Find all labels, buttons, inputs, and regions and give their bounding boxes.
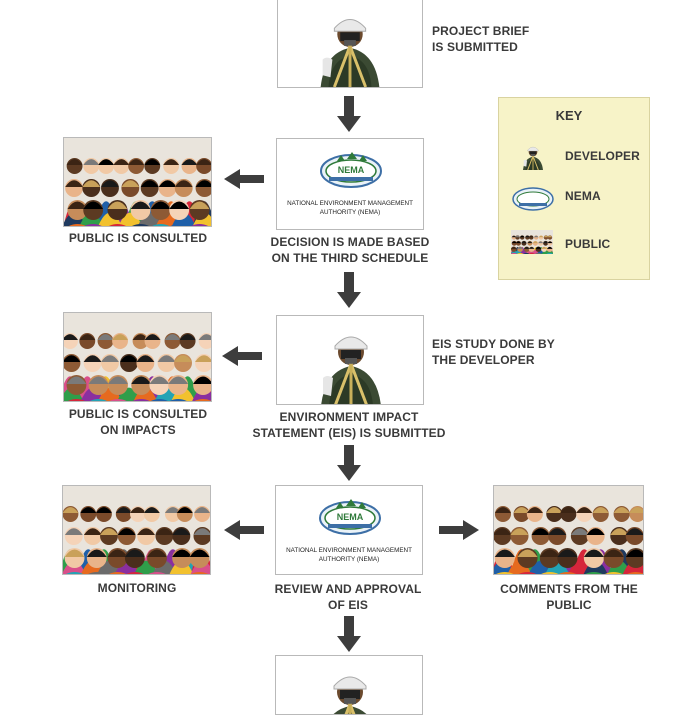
svg-text:NEMA: NEMA (337, 512, 364, 522)
developer-icon (300, 0, 400, 87)
public-crowd-icon (64, 138, 211, 226)
nema-caption: NATIONAL ENVIRONMENT MANAGEMENT AUTHORIT… (287, 200, 413, 216)
key-nema-label: NEMA (565, 189, 601, 203)
key-title: KEY (555, 108, 583, 123)
nema-logo-icon: NEMA (320, 152, 382, 188)
developer-icon (301, 316, 401, 404)
public-box-3 (62, 485, 211, 575)
developer-box-1 (277, 0, 423, 88)
eis-submitted-label: ENVIRONMENT IMPACT STATEMENT (EIS) IS SU… (252, 410, 446, 440)
decision-label: DECISION IS MADE BASED ON THE THIRD SCHE… (270, 235, 430, 265)
monitoring-label: MONITORING (97, 581, 177, 595)
arrow-left-2 (222, 346, 262, 366)
developer-box-3 (275, 655, 423, 715)
developer-icon (300, 656, 400, 714)
key-public-label: PUBLIC (565, 237, 611, 251)
arrow-left-3 (224, 520, 264, 540)
public-crowd-icon (63, 486, 210, 574)
developer-box-2 (276, 315, 424, 405)
public-box-2 (63, 312, 212, 402)
public-box-4 (493, 485, 644, 575)
arrow-left-1 (224, 169, 264, 189)
key-legend: KEY DEVELOPER NEMA PUBLIC (498, 97, 650, 280)
nema-logo-icon: NEMA (319, 499, 381, 535)
public-box-1 (63, 137, 212, 227)
comments-label: COMMENTS FROM THE PUBLIC (500, 582, 638, 612)
eis-study-label: EIS STUDY DONE BY THE DEVELOPER (432, 337, 555, 367)
arrow-down-2 (337, 272, 361, 308)
public-crowd-icon (494, 486, 643, 574)
key-developer-label: DEVELOPER (565, 149, 640, 163)
svg-text:NEMA: NEMA (338, 165, 365, 175)
nema-logo-icon (512, 187, 554, 211)
developer-icon (515, 140, 551, 170)
arrow-down-3 (337, 445, 361, 481)
public-consulted-impacts-label: PUBLIC IS CONSULTED ON IMPACTS (68, 407, 208, 437)
arrow-down-4 (337, 616, 361, 652)
public-crowd-icon (64, 313, 211, 401)
arrow-right-1 (439, 520, 479, 540)
nema-box-1: NEMA NATIONAL ENVIRONMENT MANAGEMENT AUT… (276, 138, 424, 230)
review-label: REVIEW AND APPROVAL OF EIS (274, 582, 422, 612)
project-brief-label: PROJECT BRIEF IS SUBMITTED (432, 24, 530, 54)
nema-box-2: NEMA NATIONAL ENVIRONMENT MANAGEMENT AUT… (275, 485, 423, 575)
nema-caption: NATIONAL ENVIRONMENT MANAGEMENT AUTHORIT… (286, 547, 412, 563)
public-crowd-icon (511, 230, 553, 254)
public-consulted-label: PUBLIC IS CONSULTED (68, 231, 208, 245)
arrow-down-1 (337, 96, 361, 132)
